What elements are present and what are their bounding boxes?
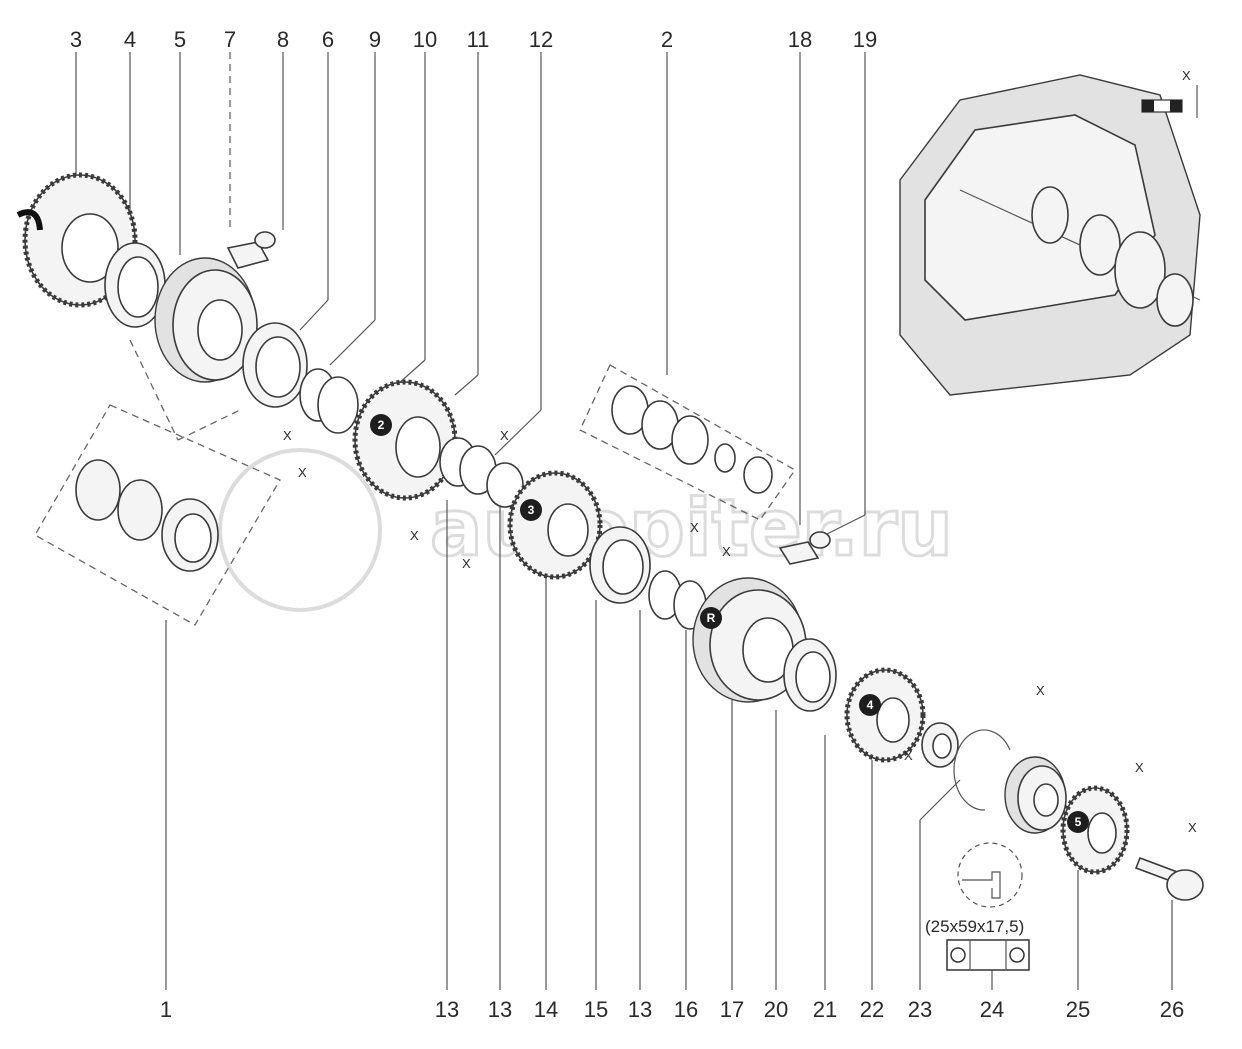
kit-1-parts <box>75 459 219 572</box>
leader-lines-bottom <box>165 480 1173 990</box>
ball-part-8 <box>254 231 276 249</box>
gearbox-clearance-mark: X <box>1182 68 1191 83</box>
callout-14: 14 <box>534 997 558 1022</box>
callouts-bottom: 1 13 13 14 15 13 16 17 20 21 22 23 24 25… <box>160 997 1184 1022</box>
leader-lines-top <box>75 52 866 536</box>
synchro-hub-5 <box>154 257 258 383</box>
synchro-ring-20 <box>783 638 837 712</box>
callout-18: 18 <box>788 27 812 52</box>
ball-part-19 <box>809 531 831 549</box>
callout-23: 23 <box>908 997 932 1022</box>
gear-part-14 <box>507 470 603 580</box>
clearance-x-11: X <box>1188 820 1197 835</box>
clearance-x-2: X <box>298 465 307 480</box>
gear-badges: 2 3 R 4 5 <box>370 414 1089 833</box>
callouts-top: 3 4 5 7 8 6 9 10 11 12 2 18 19 <box>70 27 877 52</box>
gear-part-10 <box>352 379 458 501</box>
bearing-spec-text: (25x59x17,5) <box>925 917 1024 936</box>
callout-16: 16 <box>674 997 698 1022</box>
kit-box-2 <box>579 364 796 521</box>
callout-10: 10 <box>413 27 437 52</box>
ring-part-9 <box>299 368 359 434</box>
badge-gear-r: R <box>707 611 716 625</box>
callout-13b: 13 <box>488 997 512 1022</box>
clearance-x-5: X <box>462 556 471 571</box>
gear-part-17 <box>692 577 807 703</box>
bearing-part-24 <box>1004 756 1067 834</box>
gearbox-housing-illustration <box>899 74 1201 396</box>
callout-8: 8 <box>277 27 289 52</box>
callout-1: 1 <box>160 997 172 1022</box>
callout-19: 19 <box>853 27 877 52</box>
callout-25: 25 <box>1066 997 1090 1022</box>
callout-13c: 13 <box>628 997 652 1022</box>
clearance-x-8: X <box>1036 683 1045 698</box>
bearing-spec: (25x59x17,5) <box>925 917 1030 971</box>
kit-2-rings <box>611 385 773 494</box>
clearance-x-4: X <box>410 528 419 543</box>
callout-2: 2 <box>661 27 673 52</box>
callout-4: 4 <box>124 27 136 52</box>
key-part-18 <box>778 541 820 565</box>
bolt-part-26 <box>1134 856 1204 901</box>
callout-20: 20 <box>764 997 788 1022</box>
snap-ring-detail <box>957 842 1023 908</box>
key-part-7 <box>226 241 270 269</box>
badge-gear-2: 2 <box>378 418 385 432</box>
washer-part-23 <box>921 722 959 768</box>
badge-gear-5: 5 <box>1075 815 1082 829</box>
synchro-ring-4 <box>104 242 166 328</box>
callout-7: 7 <box>224 27 236 52</box>
clearance-x-6: X <box>690 520 699 535</box>
callout-22: 22 <box>860 997 884 1022</box>
callout-3: 3 <box>70 27 82 52</box>
clearance-x-3: X <box>500 428 509 443</box>
gear-part-25 <box>1060 785 1130 875</box>
callout-12: 12 <box>529 27 553 52</box>
badge-gear-3: 3 <box>528 503 535 517</box>
callout-17: 17 <box>720 997 744 1022</box>
callout-6: 6 <box>322 27 334 52</box>
gear-part-22 <box>844 667 926 763</box>
clearance-x-7: X <box>722 544 731 559</box>
callout-24: 24 <box>980 997 1004 1022</box>
callout-11: 11 <box>467 27 490 52</box>
callout-5: 5 <box>174 27 186 52</box>
clearance-x-10: X <box>1135 760 1144 775</box>
callout-21: 21 <box>813 997 837 1022</box>
callout-26: 26 <box>1160 997 1184 1022</box>
circlip-part <box>953 729 1011 811</box>
clearance-x-9: X <box>904 748 913 763</box>
badge-gear-4: 4 <box>867 698 874 712</box>
callout-15: 15 <box>584 997 608 1022</box>
synchro-ring-6 <box>242 322 308 408</box>
kit-box-1 <box>34 339 281 626</box>
callout-9: 9 <box>369 27 381 52</box>
ring-part-13a <box>439 437 524 508</box>
clearance-x-1: X <box>283 428 292 443</box>
callout-13a: 13 <box>435 997 459 1022</box>
synchro-ring-15 <box>589 526 651 604</box>
